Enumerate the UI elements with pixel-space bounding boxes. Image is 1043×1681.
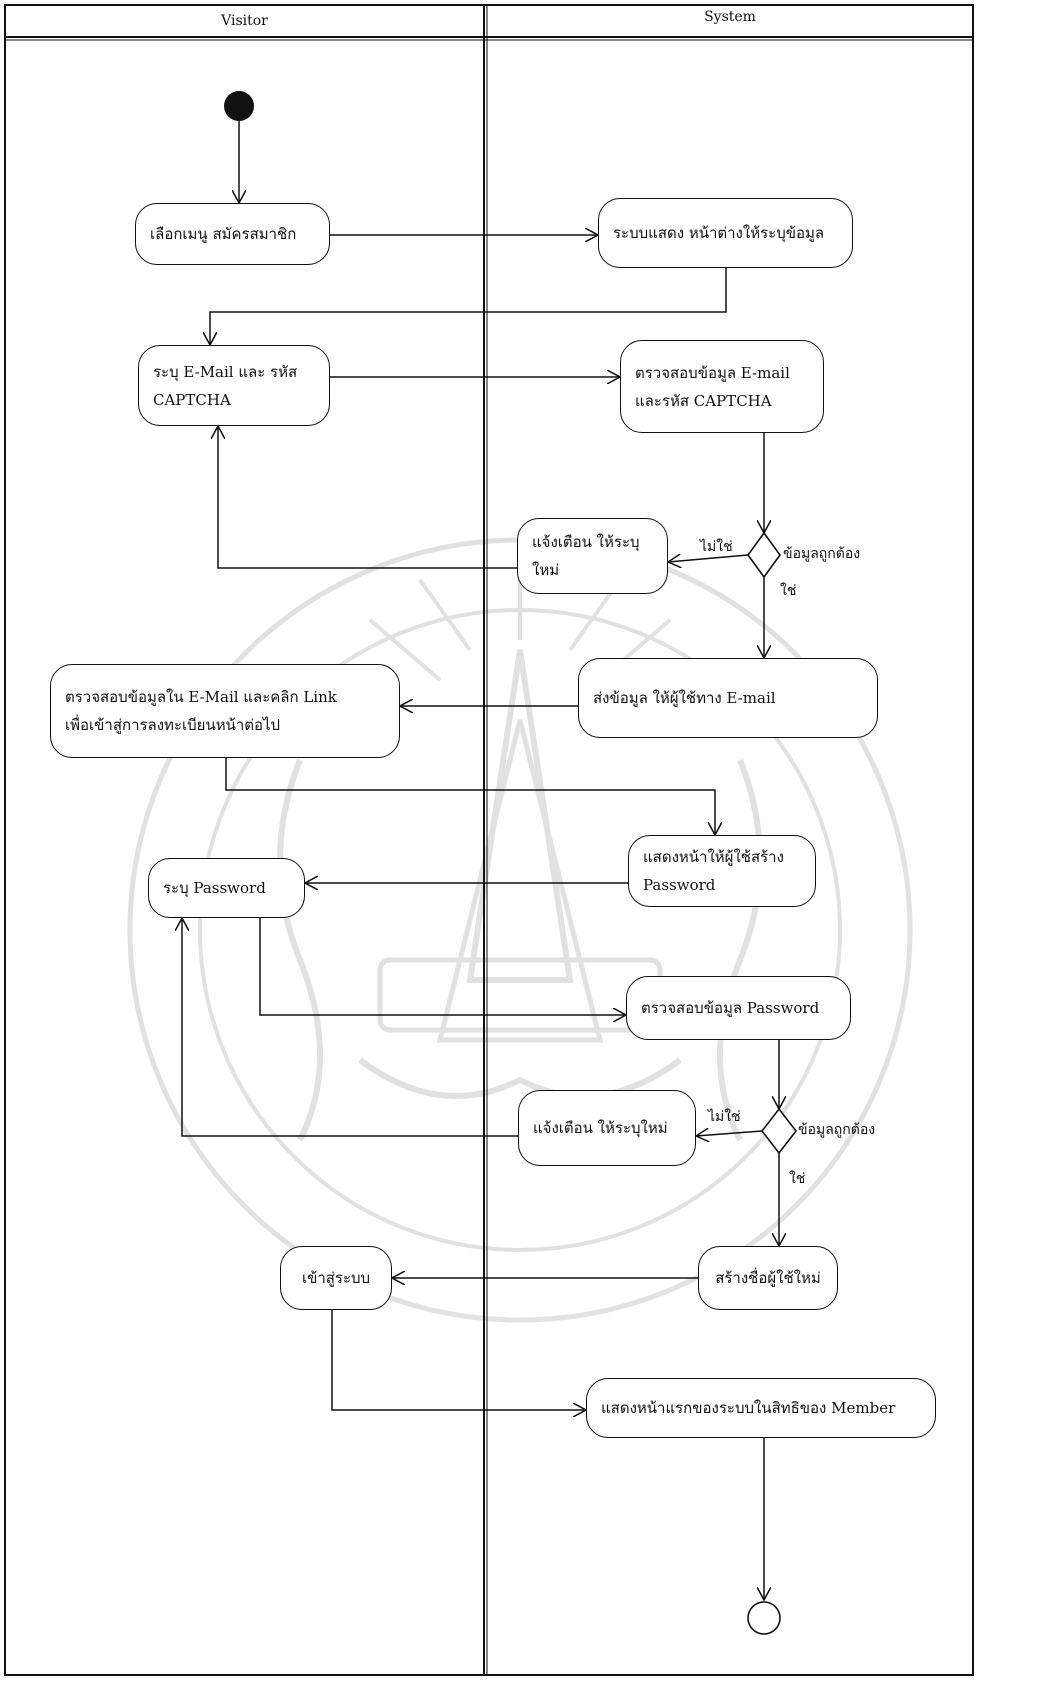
action-warn-retry-2: แจ้งเตือน ให้ระบุใหม่	[518, 1090, 696, 1166]
action-check-email-captcha: ตรวจสอบข้อมูล E-mail และรหัส CAPTCHA	[620, 340, 824, 433]
action-select-register-menu: เลือกเมนู สมัครสมาชิก	[135, 203, 330, 265]
flow-warn2-to-enterpwd	[182, 918, 518, 1137]
decision-diamond-2	[760, 1107, 798, 1155]
decision1-yes-label: ใช่	[780, 583, 797, 599]
decision-diamond-1	[747, 531, 781, 579]
flow-decision2-no-to-warn2	[696, 1131, 763, 1136]
flow-login-to-home	[331, 1310, 586, 1410]
end-node	[747, 1601, 781, 1635]
flow-checklink-to-showpwd	[225, 758, 715, 835]
action-create-user: สร้างชื่อผู้ใช้ใหม่	[698, 1246, 838, 1310]
action-show-input-form: ระบบแสดง หน้าต่างให้ระบุข้อมูล	[598, 198, 853, 268]
action-show-member-home: แสดงหน้าแรกของระบบในสิทธิของ Member	[586, 1378, 936, 1438]
decision2-condition-label: ข้อมูลถูกต้อง	[798, 1122, 876, 1138]
swimlane-frame	[4, 4, 974, 1676]
lane-header-system: System	[704, 9, 756, 25]
action-check-password: ตรวจสอบข้อมูล Password	[626, 976, 851, 1040]
decision1-condition-label: ข้อมูลถูกต้อง	[783, 546, 861, 562]
flow-decision1-no-to-warn1	[668, 555, 749, 562]
flow-warn1-to-enteremail	[218, 426, 517, 569]
action-check-email-link: ตรวจสอบข้อมูลใน E-Mail และคลิก Link เพื่…	[50, 664, 400, 758]
start-node	[224, 91, 254, 121]
action-enter-password: ระบุ Password	[148, 858, 305, 918]
flow-enterpwd-to-checkpwd	[259, 918, 626, 1015]
action-warn-retry-1: แจ้งเตือน ให้ระบุใหม่	[517, 518, 668, 594]
action-send-email: ส่งข้อมูล ให้ผู้ใช้ทาง E-mail	[578, 658, 878, 738]
decision2-yes-label: ใช่	[789, 1171, 806, 1187]
action-show-create-password: แสดงหน้าให้ผู้ใช้สร้าง Password	[628, 835, 816, 907]
action-login: เข้าสู่ระบบ	[280, 1246, 392, 1310]
decision1-no-label: ไม่ใช่	[700, 539, 733, 555]
action-enter-email-captcha: ระบุ E-Mail และ รหัส CAPTCHA	[138, 345, 330, 426]
watermark-seal	[127, 537, 913, 1323]
decision2-no-label: ไม่ใช่	[708, 1109, 741, 1125]
lane-header-visitor: Visitor	[221, 13, 268, 29]
control-flows	[182, 121, 779, 1600]
flow-showform-to-enteremail	[210, 268, 727, 345]
